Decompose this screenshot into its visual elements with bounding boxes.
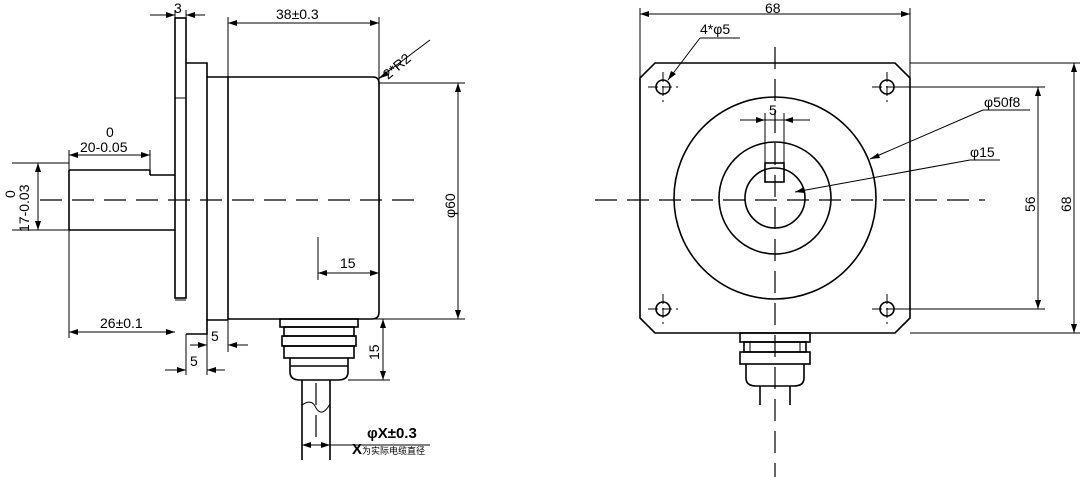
encoder-body xyxy=(227,76,380,320)
dim-label-cable-dia: φX±0.3 xyxy=(367,425,417,442)
dim-pilot-dia: φ50f8 xyxy=(869,94,1030,160)
front-view: 68 4*φ5 φ50f8 5 xyxy=(595,0,1080,477)
mount-plate xyxy=(174,17,187,299)
dim-label-flange-step-a: 5 xyxy=(211,328,219,344)
dim-label-connector-height: 15 xyxy=(366,344,382,360)
dim-bore-dia: φ15 xyxy=(794,144,1000,193)
dim-label-pilot-dia: φ50f8 xyxy=(984,94,1021,110)
dim-corner-radius: 2*R2 xyxy=(377,39,431,82)
pilot-circle xyxy=(673,96,877,300)
dim-flange-thickness: 3 xyxy=(150,0,205,18)
dim-front-width: 68 xyxy=(639,0,911,78)
dim-flange-step-a: 5 xyxy=(190,319,248,352)
dim-label-body-length: 38±0.3 xyxy=(276,6,319,22)
dim-label-shaft-dia: 17-0.03 xyxy=(16,184,32,232)
cable-note-x: X xyxy=(352,441,362,458)
dim-shaft-total: 26±0.1 xyxy=(68,230,175,338)
dim-flange-step-b: 5 xyxy=(165,334,225,375)
cable xyxy=(301,380,331,460)
dim-connector-height: 15 xyxy=(348,318,390,381)
dim-shaft-length: 0 20-0.05 xyxy=(68,124,151,170)
dim-connector-offset: 15 xyxy=(317,237,379,280)
dim-hole-spacing: 56 xyxy=(887,86,1045,310)
side-view: 3 38±0.3 2*R2 0 20-0.05 xyxy=(2,0,465,460)
cable-gland xyxy=(279,318,359,381)
dim-label-body-dia: φ60 xyxy=(442,193,458,218)
dim-label-front-height: 68 xyxy=(1058,196,1074,212)
dim-label-keyway: 5 xyxy=(769,102,777,118)
dim-label-flange-thickness: 3 xyxy=(174,0,182,16)
flange xyxy=(175,62,228,335)
hub-circle xyxy=(718,141,832,255)
dim-label-flange-step-b: 5 xyxy=(190,353,198,369)
front-flange xyxy=(639,62,911,334)
keyway xyxy=(764,162,785,183)
dim-shaft-dia: 0 17-0.03 xyxy=(2,162,69,232)
dim-holes: 4*φ5 xyxy=(667,21,740,81)
dim-label-shaft-dia-tol: 0 xyxy=(2,190,18,198)
dim-label-connector-offset: 15 xyxy=(340,255,356,271)
dim-front-height: 68 xyxy=(910,62,1080,334)
dim-label-shaft-length: 20-0.05 xyxy=(80,139,128,155)
dim-label-hole-spacing: 56 xyxy=(1022,196,1038,212)
dim-label-front-width: 68 xyxy=(765,0,781,16)
bore-circle xyxy=(744,167,806,229)
dim-label-bore-dia: φ15 xyxy=(970,144,995,160)
dim-cable-dia: φX±0.3 X 为实际电缆直径 xyxy=(301,425,430,460)
dim-keyway: 5 xyxy=(740,102,810,163)
dim-body-dia: φ60 xyxy=(379,82,465,320)
dim-body-length: 38±0.3 xyxy=(227,6,380,83)
dim-label-shaft-tol: 0 xyxy=(106,124,114,140)
dim-label-shaft-total: 26±0.1 xyxy=(100,315,143,331)
cable-note: 为实际电缆直径 xyxy=(362,445,425,457)
dim-label-corner-radius: 2*R2 xyxy=(380,50,414,82)
shaft xyxy=(68,169,175,231)
dim-label-holes: 4*φ5 xyxy=(700,21,730,37)
front-cable-gland xyxy=(739,332,811,405)
